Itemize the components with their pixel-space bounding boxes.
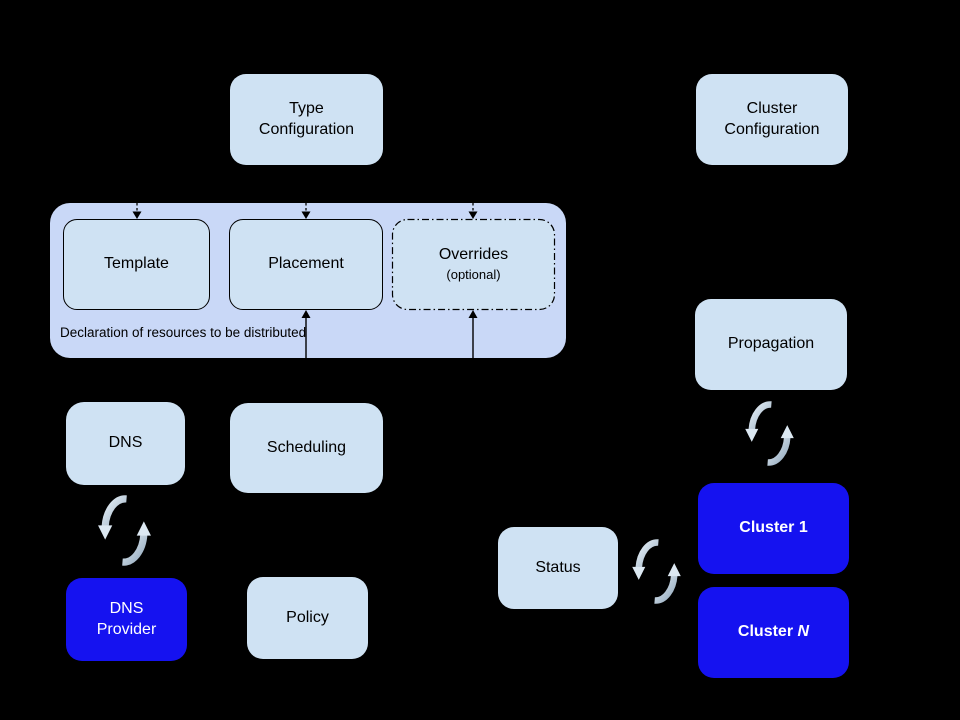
- template-label: Template: [104, 255, 169, 273]
- status-label: Status: [535, 558, 581, 576]
- status-node: Status: [498, 527, 618, 609]
- cluster-1-node: Cluster 1: [698, 483, 849, 574]
- placement-label: Placement: [268, 255, 344, 273]
- propagation-label: Propagation: [727, 335, 815, 353]
- container-caption: Declaration of resources to be distribut…: [60, 325, 307, 340]
- type-configuration-node: Type Configuration: [230, 74, 383, 165]
- policy-label: Policy: [286, 608, 329, 626]
- sync-icon: [98, 495, 151, 566]
- overrides-note: (optional): [446, 266, 501, 282]
- dns-provider-node: DNS Provider: [66, 578, 187, 661]
- policy-node: Policy: [247, 577, 368, 659]
- dns-node: DNS: [66, 402, 185, 485]
- placement-node: Placement: [229, 219, 383, 310]
- overrides-node: Overrides (optional): [392, 219, 555, 310]
- sync-icon: [632, 539, 681, 604]
- overrides-label: Overrides: [438, 246, 509, 264]
- cluster-n-node: Cluster N: [698, 587, 849, 678]
- declaration-container: Template Placement Overrides (optional) …: [50, 203, 566, 358]
- propagation-node: Propagation: [695, 299, 847, 390]
- dns-provider-label: DNS Provider: [96, 599, 157, 638]
- cluster-configuration-label: Cluster Configuration: [724, 99, 820, 138]
- dns-label: DNS: [108, 434, 143, 452]
- type-configuration-label: Type Configuration: [258, 99, 355, 138]
- scheduling-node: Scheduling: [230, 403, 383, 493]
- cluster-1-label: Cluster 1: [739, 519, 808, 537]
- cluster-configuration-node: Cluster Configuration: [696, 74, 848, 165]
- cluster-n-italic: N: [797, 623, 810, 641]
- cluster-n-label: Cluster N: [737, 623, 810, 641]
- scheduling-label: Scheduling: [266, 438, 347, 456]
- sync-icon: [745, 401, 794, 466]
- template-node: Template: [63, 219, 210, 310]
